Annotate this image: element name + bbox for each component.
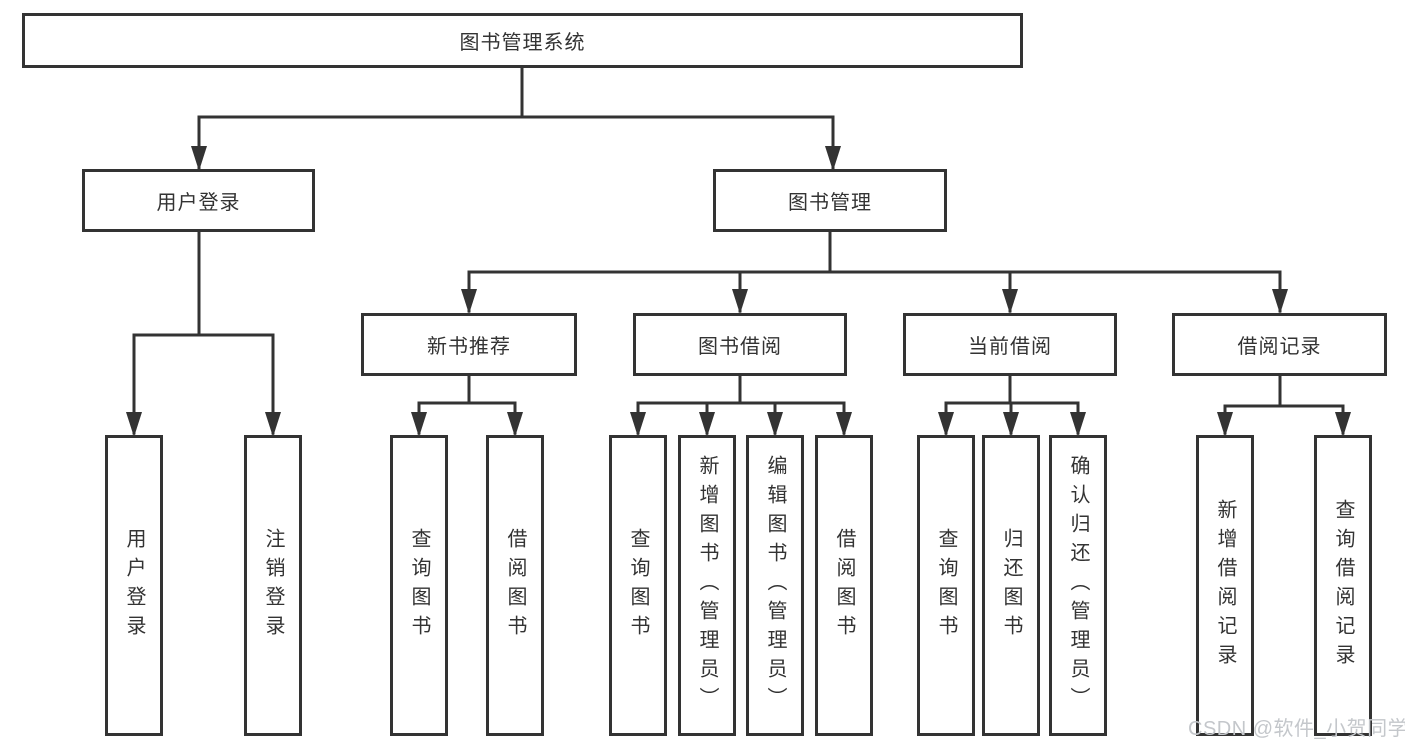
arrowhead xyxy=(191,146,207,171)
arrowhead xyxy=(630,412,646,437)
branch-user-login xyxy=(126,230,281,437)
arrowhead xyxy=(1003,412,1019,437)
arrowhead xyxy=(1335,412,1351,437)
branch-current-borrow xyxy=(938,374,1086,437)
leaf-label: 新增借阅记录 xyxy=(1214,498,1236,673)
arrowhead xyxy=(1070,412,1086,437)
arrowhead xyxy=(732,289,748,314)
arrowhead xyxy=(1002,289,1018,314)
leaf-label: 查询借阅记录 xyxy=(1332,498,1354,673)
leaf-label: 查询图书 xyxy=(627,527,649,644)
leaf-label: 借阅图书 xyxy=(833,527,855,644)
leaf-edit-book-admin: 编辑图书（管理员） xyxy=(746,435,804,736)
leaf-user-login: 用户登录 xyxy=(105,435,163,736)
leaf-borrow-books: 借阅图书 xyxy=(815,435,873,736)
branch-root xyxy=(191,66,841,171)
leaf-borrow-books-recommend: 借阅图书 xyxy=(486,435,544,736)
leaf-label: 查询图书 xyxy=(935,527,957,644)
branch-new-book-recommend xyxy=(411,374,523,437)
leaf-logout: 注销登录 xyxy=(244,435,302,736)
leaf-label: 注销登录 xyxy=(262,527,284,644)
leaf-add-book-admin: 新增图书（管理员） xyxy=(678,435,736,736)
arrowhead xyxy=(1217,412,1233,437)
leaf-label: 确认归还（管理员） xyxy=(1067,455,1089,716)
node-borrow-records: 借阅记录 xyxy=(1172,313,1387,376)
arrowhead xyxy=(265,412,281,437)
arrowhead xyxy=(411,412,427,437)
arrowhead xyxy=(938,412,954,437)
leaf-label: 新增图书（管理员） xyxy=(696,455,718,716)
csdn-watermark: CSDN @软件_小贺同学 xyxy=(1188,718,1405,740)
arrowhead xyxy=(126,412,142,437)
node-new-book-recommend: 新书推荐 xyxy=(361,313,577,376)
leaf-label: 归还图书 xyxy=(1000,527,1022,644)
node-book-borrow: 图书借阅 xyxy=(633,313,847,376)
leaf-query-books-borrow: 查询图书 xyxy=(609,435,667,736)
arrowhead xyxy=(836,412,852,437)
arrowhead xyxy=(767,412,783,437)
arrowhead xyxy=(461,289,477,314)
arrowhead xyxy=(1272,289,1288,314)
leaf-label: 借阅图书 xyxy=(504,527,526,644)
leaf-confirm-return-admin: 确认归还（管理员） xyxy=(1049,435,1107,736)
node-root: 图书管理系统 xyxy=(22,13,1023,68)
arrowhead xyxy=(825,146,841,171)
arrowhead xyxy=(699,412,715,437)
leaf-label: 用户登录 xyxy=(123,527,145,644)
leaf-query-borrow-record: 查询借阅记录 xyxy=(1314,435,1372,736)
node-current-borrow: 当前借阅 xyxy=(903,313,1117,376)
leaf-query-books-recommend: 查询图书 xyxy=(390,435,448,736)
leaf-query-books-current: 查询图书 xyxy=(917,435,975,736)
leaf-return-books: 归还图书 xyxy=(982,435,1040,736)
node-book-management: 图书管理 xyxy=(713,169,947,232)
arrowhead xyxy=(507,412,523,437)
branch-book-borrow xyxy=(630,374,852,437)
branch-book-management xyxy=(461,230,1288,314)
branch-borrow-records xyxy=(1217,374,1351,437)
node-user-login: 用户登录 xyxy=(82,169,315,232)
leaf-add-borrow-record: 新增借阅记录 xyxy=(1196,435,1254,736)
leaf-label: 编辑图书（管理员） xyxy=(764,455,786,716)
leaf-label: 查询图书 xyxy=(408,527,430,644)
